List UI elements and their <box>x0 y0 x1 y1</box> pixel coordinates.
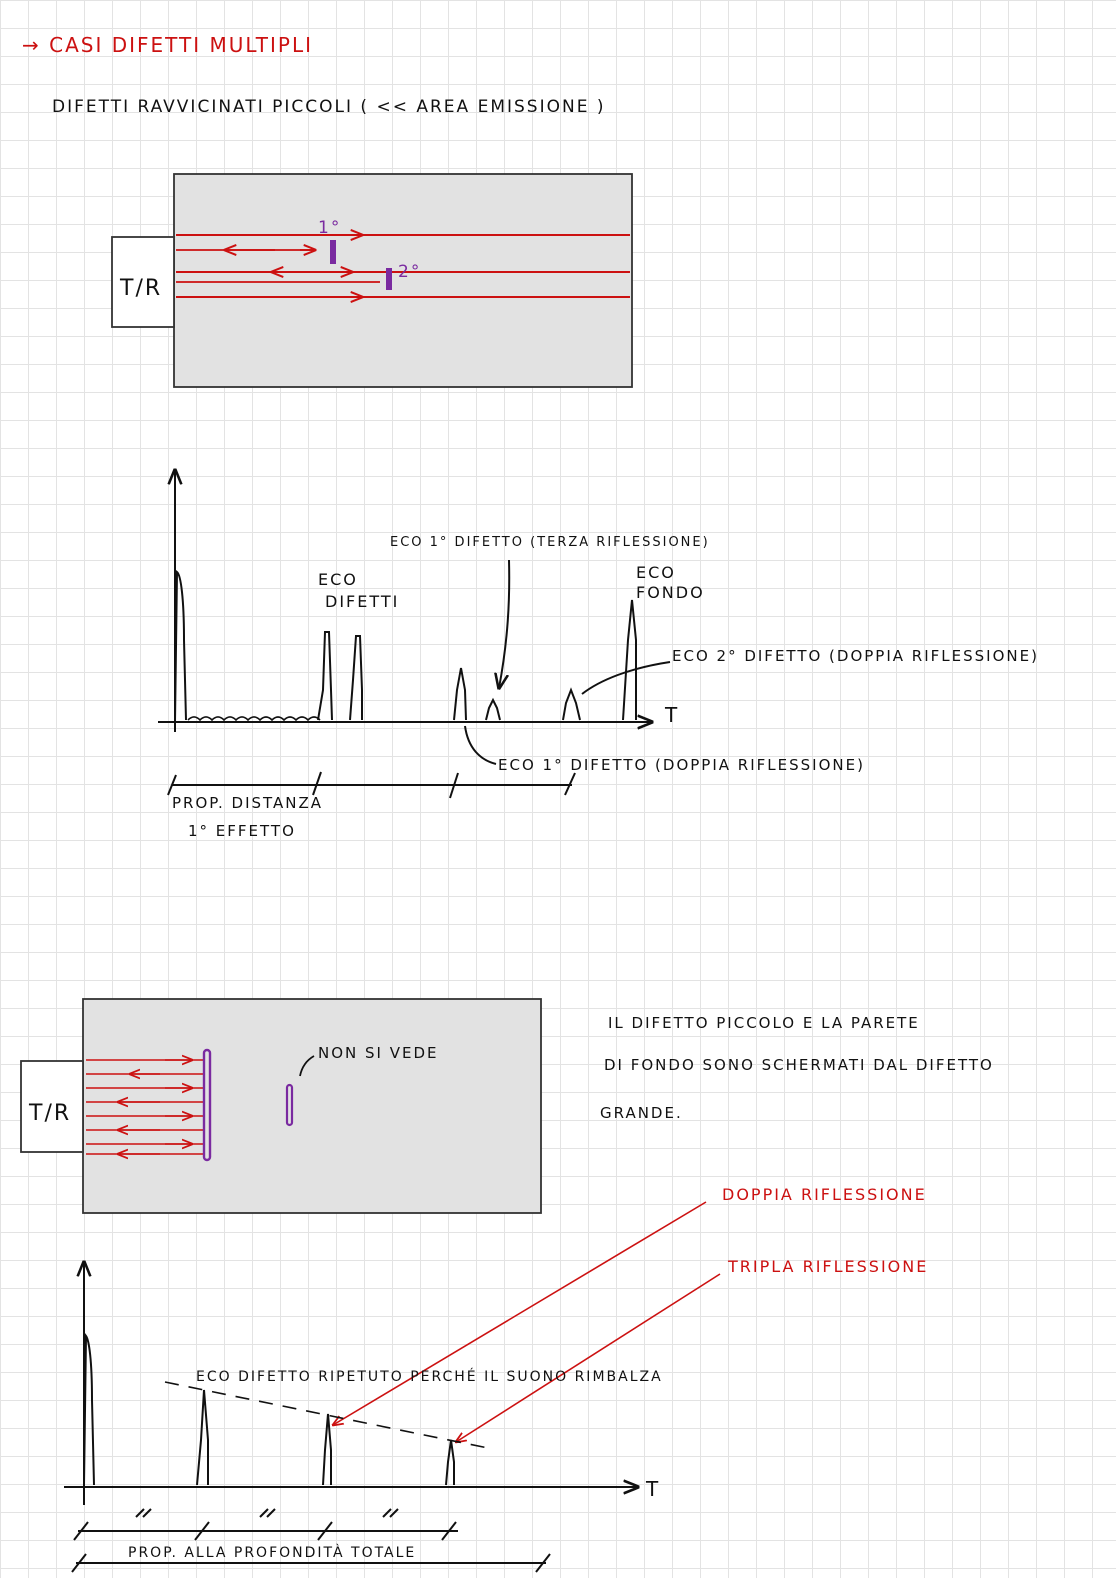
test-block <box>173 173 633 388</box>
tick <box>441 1521 457 1541</box>
large-defect <box>202 1048 212 1162</box>
label-prop-1: PROP. DISTANZA <box>172 794 323 812</box>
probe-box <box>111 236 175 328</box>
x-axis-label: T <box>664 703 679 727</box>
beam-group <box>86 1060 204 1154</box>
probe-label: T/R <box>28 1101 71 1126</box>
equal-mark <box>142 1508 152 1518</box>
label-eco-ripetuto: ECO DIFETTO RIPETUTO PERCHÉ IL SUONO RIM… <box>196 1368 663 1385</box>
note-line-2: DI FONDO SONO SCHERMATI DAL DIFETTO <box>604 1056 994 1074</box>
tick <box>73 1521 89 1541</box>
test-block <box>82 998 542 1214</box>
arrow-tripla <box>456 1273 721 1442</box>
noise-grass <box>187 716 321 722</box>
equal-mark <box>259 1508 269 1518</box>
defect-2 <box>386 268 392 290</box>
tick <box>317 1521 333 1541</box>
peak-eco1-double <box>453 667 467 721</box>
defect-1-label: 1° <box>318 218 341 238</box>
tick <box>564 772 576 796</box>
leader-non-si-vede <box>299 1055 315 1077</box>
leader-eco2-doppia <box>581 661 671 695</box>
peak-eco2-double <box>562 687 581 721</box>
label-doppia: DOPPIA RIFLESSIONE <box>722 1185 927 1204</box>
peak-defect-1 <box>317 631 333 721</box>
label-eco-difetti-1: ECO <box>318 570 358 589</box>
label-eco2-doppia: ECO 2° DIFETTO (DOPPIA RIFLESSIONE) <box>672 647 1039 665</box>
peak-back-wall <box>622 599 637 721</box>
note-line-3: GRANDE. <box>600 1104 683 1122</box>
label-eco-fondo-2: FONDO <box>636 583 705 602</box>
section-heading: → CASI DIFETTI MULTIPLI <box>22 33 313 57</box>
decay-line <box>164 1381 489 1449</box>
initial-pulse <box>174 570 187 723</box>
peak-echo-2 <box>322 1413 332 1486</box>
equal-mark <box>389 1508 399 1518</box>
tick <box>535 1553 551 1573</box>
peak-echo-3 <box>445 1439 455 1486</box>
tick <box>312 771 322 796</box>
label-non-si-vede: NON SI VEDE <box>318 1044 439 1062</box>
x-axis-label: T <box>645 1477 660 1501</box>
note-block: IL DIFETTO PICCOLO E LA PARETE DI FONDO … <box>600 1014 994 1122</box>
arrow-doppia <box>333 1201 707 1425</box>
leader-eco1-doppia <box>464 725 497 765</box>
peak-defect-2 <box>349 635 363 721</box>
diagram-small-defects: T/R 1° 2° <box>111 173 633 388</box>
label-eco-difetti-2: DIFETTI <box>325 592 399 611</box>
tick <box>194 1521 210 1541</box>
peak-echo-1 <box>196 1389 209 1486</box>
probe-label: T/R <box>119 276 162 301</box>
note-line-1: IL DIFETTO PICCOLO E LA PARETE <box>608 1014 920 1032</box>
label-eco1-doppia: ECO 1° DIFETTO (DOPPIA RIFLESSIONE) <box>498 756 865 774</box>
tick <box>71 1553 87 1573</box>
hidden-small-defect <box>285 1083 294 1127</box>
peak-eco1-triple <box>485 697 501 721</box>
equal-mark <box>266 1508 276 1518</box>
equal-mark <box>135 1508 145 1518</box>
defect-1 <box>330 240 336 264</box>
tick <box>167 774 177 796</box>
label-prop-2: 1° EFFETTO <box>188 822 296 840</box>
label-tripla: TRIPLA RIFLESSIONE <box>727 1257 928 1276</box>
label-prop-totale: PROP. ALLA PROFONDITÀ TOTALE <box>128 1544 416 1561</box>
probe-box <box>20 1060 84 1153</box>
initial-pulse <box>83 1333 95 1486</box>
equal-mark <box>382 1508 392 1518</box>
ascan-1: T ECO DIFETTI ECO 1° DIFETTO (TERZA RIFL… <box>158 470 1039 840</box>
diagram-large-defect: T/R NON SI VEDE <box>20 998 542 1214</box>
defect-2-label: 2° <box>398 262 421 282</box>
tick <box>449 772 459 799</box>
arrow-eco1-terza <box>499 559 511 688</box>
label-eco1-terza: ECO 1° DIFETTO (TERZA RIFLESSIONE) <box>390 535 710 550</box>
ascan-2: DOPPIA RIFLESSIONE TRIPLA RIFLESSIONE T … <box>64 1185 928 1573</box>
section-subtitle: DIFETTI RAVVICINATI PICCOLI ( << AREA EM… <box>52 97 605 117</box>
label-eco-fondo-1: ECO <box>636 563 676 582</box>
